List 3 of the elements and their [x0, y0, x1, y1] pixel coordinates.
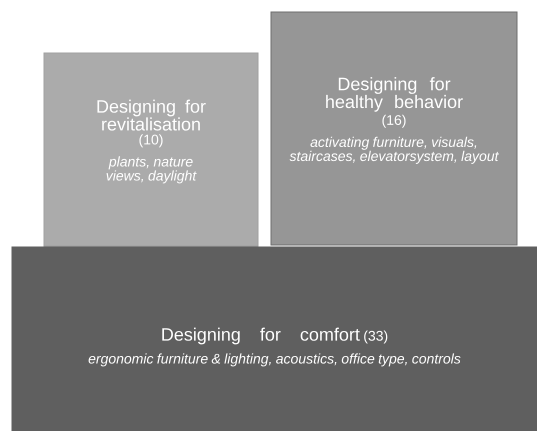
category-box: Designing for revitalisation (10) plants, nature views, daylight	[44, 52, 258, 246]
category-box: Designing for comfort (33) ergonomic furniture & lighting, acoustics, office type, controls	[12, 246, 537, 431]
category-box: Designing for healthy behavior (16) activating furniture, visuals, staircases, elevatorsystem, layout	[270, 12, 518, 246]
